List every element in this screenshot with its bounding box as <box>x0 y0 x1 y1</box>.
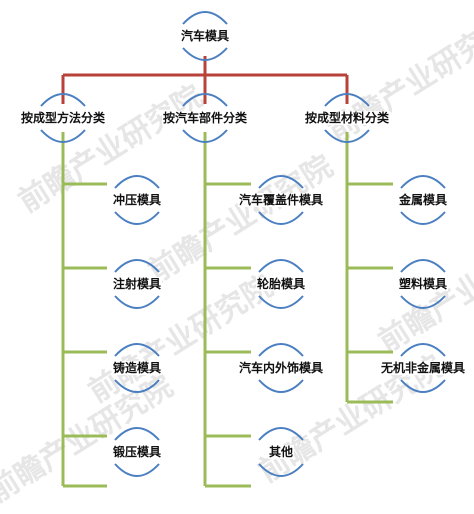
leaf-node-label-1-2: 注射模具 <box>111 277 163 291</box>
leaf-node-arcs-2-3 <box>258 343 304 393</box>
leaf-node-label-3-2: 塑料模具 <box>397 277 449 291</box>
leaf-node-arcs-1-3 <box>114 343 160 393</box>
category-node-arcs-2 <box>182 93 228 143</box>
leaf-node-label-1-3: 铸造模具 <box>111 361 163 375</box>
category-node-label-2: 按汽车部件分类 <box>161 111 249 125</box>
leaf-node-label-3-1: 金属模具 <box>397 193 449 207</box>
leaf-node-arcs-3-3 <box>400 343 446 393</box>
category-node-arcs-3 <box>324 93 370 143</box>
leaf-node-arcs-1-2 <box>114 259 160 309</box>
leaf-node-label-2-1: 汽车覆盖件模具 <box>237 193 325 207</box>
leaf-node-arcs-3-1 <box>400 175 446 225</box>
leaf-node-arcs-2-4 <box>258 427 304 477</box>
category-node-label-1: 按成型方法分类 <box>19 111 107 125</box>
leaf-node-label-1-4: 锻压模具 <box>111 445 163 459</box>
leaf-node-label-2-2: 轮胎模具 <box>255 277 307 291</box>
root-node-arcs <box>182 11 228 61</box>
leaf-node-label-2-3: 汽车内外饰模具 <box>237 361 325 375</box>
leaf-node-arcs-1-1 <box>114 175 160 225</box>
leaf-node-arcs-1-4 <box>114 427 160 477</box>
leaf-node-arcs-3-2 <box>400 259 446 309</box>
category-node-label-3: 按成型材料分类 <box>303 111 391 125</box>
category-node-arcs-1 <box>40 93 86 143</box>
leaf-node-label-2-4: 其他 <box>267 445 295 459</box>
leaf-node-arcs-2-1 <box>258 175 304 225</box>
root-node-label: 汽车模具 <box>179 29 231 43</box>
leaf-node-label-3-3: 无机非金属模具 <box>379 361 467 375</box>
leaf-node-arcs-2-2 <box>258 259 304 309</box>
leaf-node-label-1-1: 冲压模具 <box>111 193 163 207</box>
